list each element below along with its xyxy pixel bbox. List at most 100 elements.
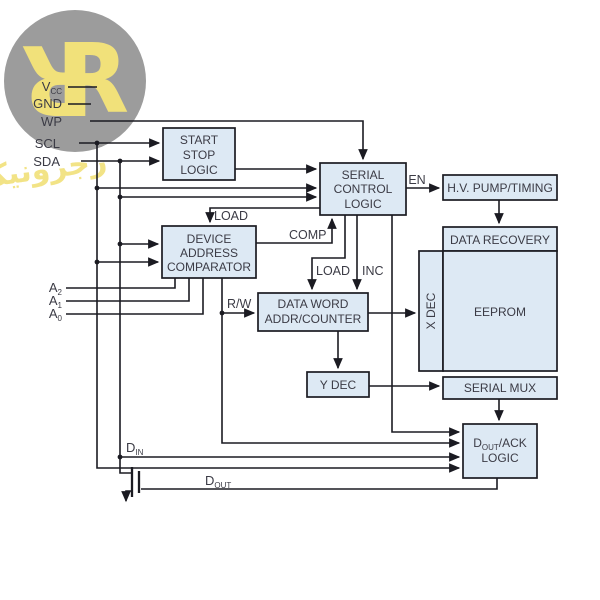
- block-box: [442, 376, 558, 400]
- wire-comp: [256, 217, 337, 244]
- pin-vcc: VCC: [42, 79, 62, 96]
- pin-din: DIN: [126, 440, 144, 457]
- block-label: ADDRESS: [180, 246, 238, 260]
- block-box: [442, 250, 558, 372]
- block-label-sub: OUT: [482, 443, 499, 452]
- block-eeprom: EEPROM: [442, 250, 558, 372]
- wire-serialcontrol-doutack: [391, 215, 461, 437]
- signal-inc: INC: [362, 264, 384, 278]
- watermark-brand-text: رجرونیک: [0, 143, 109, 196]
- pin-labels: VCC GND WP SCL SDA A2 A1 A0 DIN DOUT: [33, 79, 231, 490]
- junction-dot: [117, 194, 123, 200]
- junction-dot: [94, 140, 100, 146]
- wire-load-device: [205, 207, 320, 224]
- block-label: EEPROM: [474, 305, 526, 319]
- blocks: START STOP LOGIC SERIAL CONTROL LOGIC H.…: [161, 127, 558, 479]
- pin-gnd: GND: [33, 96, 62, 111]
- pin-a2-sub: 2: [58, 288, 63, 297]
- block-serial-control-logic: SERIAL CONTROL LOGIC: [319, 162, 407, 216]
- pin-din-main: D: [126, 440, 135, 455]
- block-start-stop-logic: START STOP LOGIC: [162, 127, 236, 181]
- watermark: R R رجرونیک: [0, 10, 146, 196]
- block-dout-ack-logic: DOUT/ACK LOGIC: [462, 423, 538, 479]
- wire-wp: [90, 120, 368, 161]
- pin-sda: SDA: [33, 154, 60, 169]
- junction-dot: [94, 185, 100, 191]
- pin-dout-sub: OUT: [214, 481, 231, 490]
- watermark-logo-icon: R R: [21, 23, 129, 135]
- pin-a1: A1: [49, 293, 63, 310]
- junction-dot: [117, 158, 123, 164]
- block-label: Y DEC: [320, 378, 357, 392]
- junction-dot: [117, 454, 123, 460]
- wires: [66, 86, 504, 503]
- block-label: CONTROL: [334, 182, 393, 196]
- block-label: DATA WORD: [278, 297, 349, 311]
- block-label-rest: /ACK: [499, 436, 527, 450]
- pin-din-sub: IN: [135, 448, 143, 457]
- pin-dout-main: D: [205, 473, 214, 488]
- junction-dot: [94, 259, 100, 265]
- signal-comp: COMP: [289, 228, 327, 242]
- pin-vcc-sub: CC: [50, 87, 62, 96]
- block-label: H.V. PUMP/TIMING: [447, 181, 553, 195]
- block-label: LOGIC: [481, 451, 519, 465]
- block-hv-pump-timing: H.V. PUMP/TIMING: [442, 174, 558, 201]
- block-data-word-addr-counter: DATA WORD ADDR/COUNTER: [257, 292, 369, 332]
- block-box: [319, 162, 407, 216]
- block-label-main: D: [473, 436, 482, 450]
- block-data-recovery: DATA RECOVERY: [442, 226, 558, 252]
- pin-a1-sub: 1: [58, 301, 63, 310]
- junction-dot: [219, 310, 225, 316]
- block-box: [161, 225, 257, 279]
- pin-vcc-main: V: [42, 79, 51, 94]
- wire-a1: [66, 278, 190, 302]
- watermark-circle: [4, 10, 146, 152]
- block-label: LOGIC: [344, 197, 382, 211]
- output-transistor-icon: [121, 467, 141, 503]
- block-y-dec: Y DEC: [306, 371, 370, 398]
- block-label: DOUT/ACK: [473, 436, 527, 452]
- mosfet-source: [121, 490, 132, 503]
- block-label: ADDR/COUNTER: [265, 312, 362, 326]
- pin-a0-sub: 0: [58, 314, 63, 323]
- wire-scl-main: [96, 143, 461, 473]
- block-label: LOGIC: [180, 163, 218, 177]
- pin-wp: WP: [41, 114, 62, 129]
- signal-rw: R/W: [227, 297, 252, 311]
- signal-load-counter: LOAD: [316, 264, 350, 278]
- signal-load-device: LOAD: [214, 209, 248, 223]
- block-device-address-comparator: DEVICE ADDRESS COMPARATOR: [161, 225, 257, 279]
- block-box: [442, 174, 558, 201]
- block-label: DEVICE: [187, 232, 232, 246]
- pin-dout: DOUT: [205, 473, 231, 490]
- block-label: DATA RECOVERY: [450, 233, 550, 247]
- wire-dout: [141, 478, 498, 490]
- pin-a1-main: A: [49, 293, 58, 308]
- logo-letter-rotated: R: [21, 23, 94, 133]
- block-label: X DEC: [424, 292, 438, 329]
- junction-dot: [117, 241, 123, 247]
- signal-en: EN: [408, 173, 425, 187]
- block-serial-mux: SERIAL MUX: [442, 376, 558, 400]
- pin-scl: SCL: [35, 136, 60, 151]
- block-label: COMPARATOR: [167, 260, 251, 274]
- block-label: SERIAL MUX: [464, 381, 536, 395]
- pin-a2: A2: [49, 280, 63, 297]
- block-box: [306, 371, 370, 398]
- wire-a2: [66, 278, 176, 289]
- block-box: [257, 292, 369, 332]
- signal-labels: EN LOAD COMP LOAD INC R/W: [214, 173, 426, 311]
- block-box: [162, 127, 236, 181]
- block-label: STOP: [183, 148, 215, 162]
- block-box: [418, 250, 444, 372]
- block-box: [462, 423, 538, 479]
- block-x-dec: X DEC: [418, 250, 444, 372]
- logo-letter-upright: R: [56, 25, 129, 135]
- wire-load-counter: [307, 215, 346, 291]
- wire-a0: [66, 278, 204, 315]
- wire-rw-doutack: [221, 278, 461, 448]
- block-box: [442, 226, 558, 252]
